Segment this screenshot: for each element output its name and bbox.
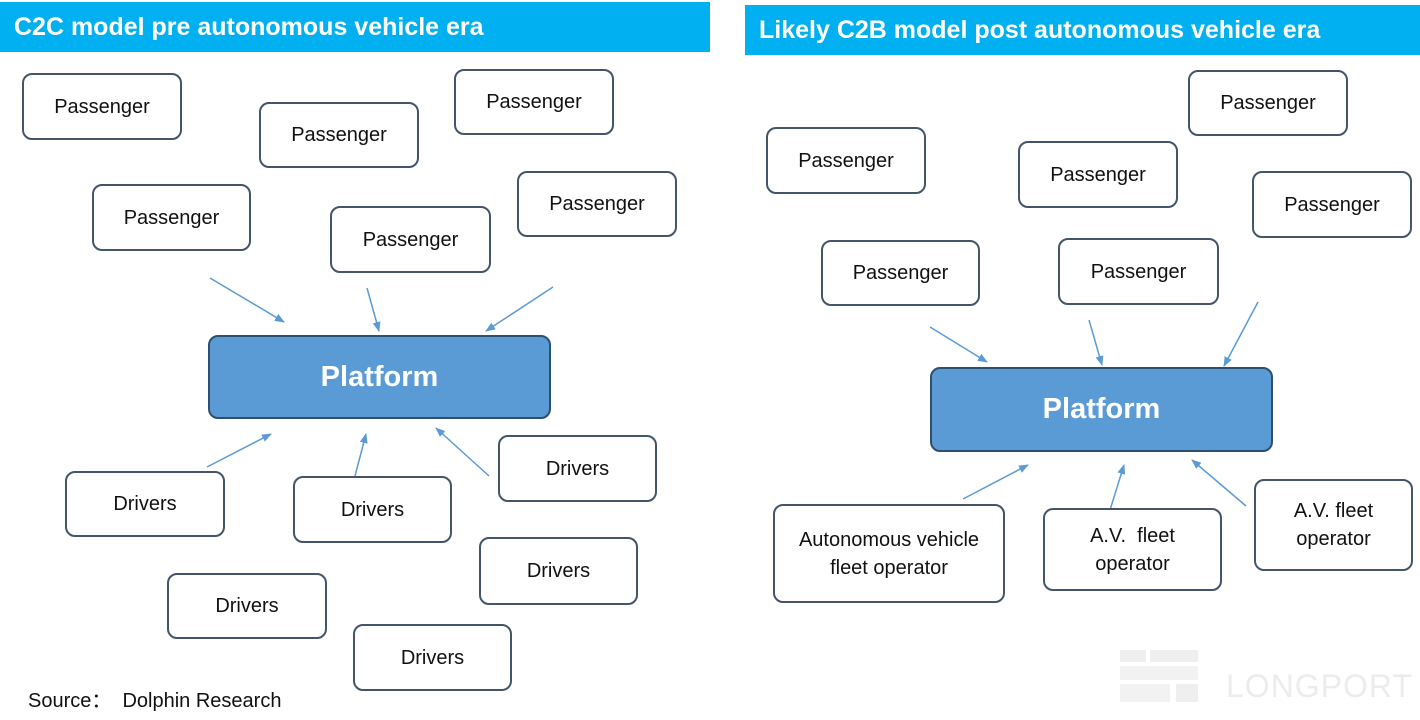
left-platform-node: Platform: [208, 335, 551, 419]
left-passenger-node: Passenger: [92, 184, 251, 251]
left-driver-node: Drivers: [353, 624, 512, 691]
right-operator-node: A.V. fleet operator: [1043, 508, 1222, 591]
arrow-right-passenger-1: [929, 326, 988, 363]
right-panel-title: Likely C2B model post autonomous vehicle…: [745, 5, 1420, 55]
left-driver-node: Drivers: [167, 573, 327, 639]
left-driver-node: Drivers: [293, 476, 452, 543]
right-passenger-node: Passenger: [1188, 70, 1348, 136]
right-passenger-node: Passenger: [821, 240, 980, 306]
arrow-right-operator-1: [962, 464, 1029, 500]
arrow-left-passenger-2: [366, 287, 381, 332]
left-passenger-node: Passenger: [259, 102, 419, 168]
left-driver-node: Drivers: [479, 537, 638, 605]
left-passenger-node: Passenger: [22, 73, 182, 140]
arrow-left-driver-2: [354, 433, 368, 477]
watermark-text: LONGPORT: [1226, 668, 1413, 704]
right-passenger-node: Passenger: [1018, 141, 1178, 208]
left-passenger-node: Passenger: [517, 171, 677, 237]
left-passenger-node: Passenger: [330, 206, 491, 273]
left-panel-title: C2C model pre autonomous vehicle era: [0, 2, 710, 52]
arrow-right-passenger-2: [1088, 319, 1104, 366]
right-operator-node: A.V. fleet operator: [1254, 479, 1413, 571]
right-passenger-node: Passenger: [1252, 171, 1412, 238]
source-note: Source： Dolphin Research: [28, 690, 282, 712]
arrow-right-operator-3: [1191, 459, 1247, 507]
arrow-left-driver-1: [206, 433, 272, 468]
arrow-right-operator-2: [1109, 464, 1126, 511]
longport-logo-icon: [1120, 650, 1198, 702]
longport-watermark: LONGPORT: [1120, 650, 1413, 710]
right-passenger-node: Passenger: [1058, 238, 1219, 305]
arrow-left-passenger-3: [485, 286, 554, 332]
arrow-left-passenger-1: [209, 277, 285, 323]
left-driver-node: Drivers: [498, 435, 657, 502]
right-platform-node: Platform: [930, 367, 1273, 452]
arrow-left-driver-3: [435, 427, 490, 477]
right-operator-node: Autonomous vehicle fleet operator: [773, 504, 1005, 603]
left-driver-node: Drivers: [65, 471, 225, 537]
left-passenger-node: Passenger: [454, 69, 614, 135]
right-passenger-node: Passenger: [766, 127, 926, 194]
arrow-right-passenger-3: [1223, 301, 1259, 367]
